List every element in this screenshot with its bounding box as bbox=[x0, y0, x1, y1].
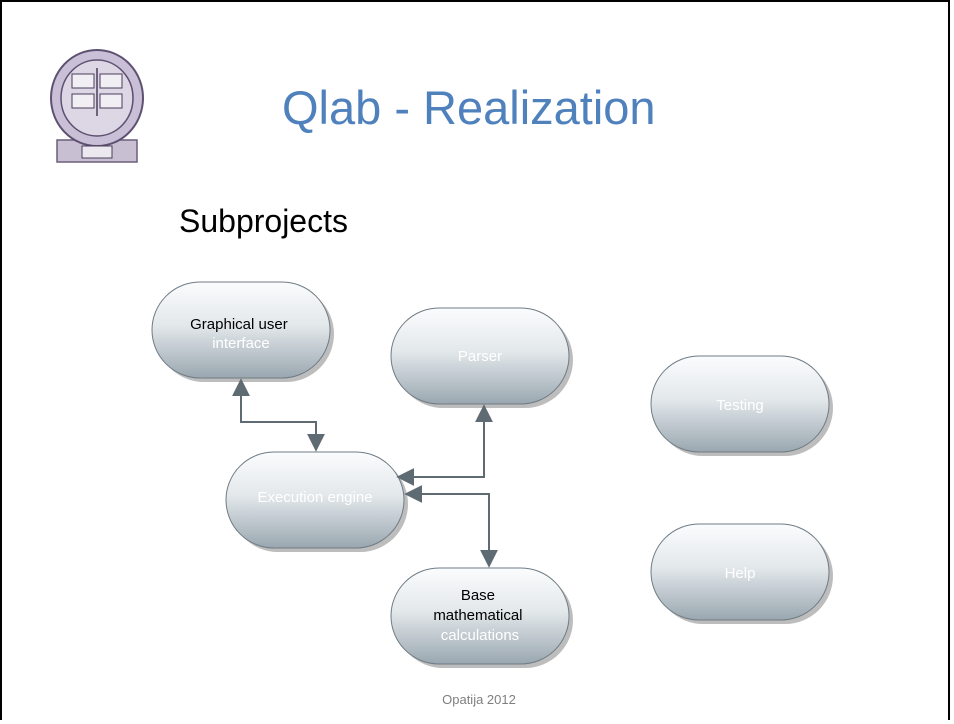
node-gui-label: Graphical user interface bbox=[190, 316, 292, 352]
node-math-line-1: Base bbox=[461, 587, 495, 604]
slide-title: Qlab - Realization bbox=[282, 81, 656, 134]
node-math-line-3: calculations bbox=[441, 627, 519, 644]
edge-gui-engine bbox=[232, 378, 325, 452]
slide-footer: Opatija 2012 bbox=[442, 692, 516, 707]
node-engine-label: Execution engine bbox=[257, 489, 372, 506]
slide-subtitle: Subprojects bbox=[179, 203, 348, 239]
node-gui: Graphical user interface bbox=[151, 281, 334, 382]
node-testing: Testing bbox=[650, 355, 833, 456]
node-parser-line-1: Parser bbox=[458, 348, 502, 365]
node-testing-label: Testing bbox=[716, 397, 764, 414]
edge-math-engine bbox=[404, 485, 498, 568]
node-parser: Parser bbox=[390, 307, 573, 408]
node-math-line-2: mathematical bbox=[433, 607, 522, 624]
node-math-label: Base mathematical calculations bbox=[433, 587, 526, 644]
node-help: Help bbox=[650, 523, 833, 624]
edge-parser-engine bbox=[396, 404, 493, 486]
node-testing-line-1: Testing bbox=[716, 397, 764, 414]
node-engine: Execution engine bbox=[225, 451, 408, 552]
node-gui-line-2: interface bbox=[212, 335, 270, 352]
node-help-line-1: Help bbox=[725, 565, 756, 582]
node-help-label: Help bbox=[725, 565, 756, 582]
node-gui-line-1: Graphical user bbox=[190, 316, 288, 333]
node-parser-label: Parser bbox=[458, 348, 502, 365]
node-engine-line-1: Execution engine bbox=[257, 489, 372, 506]
university-seal-icon bbox=[50, 49, 144, 163]
node-math: Base mathematical calculations bbox=[390, 567, 573, 668]
